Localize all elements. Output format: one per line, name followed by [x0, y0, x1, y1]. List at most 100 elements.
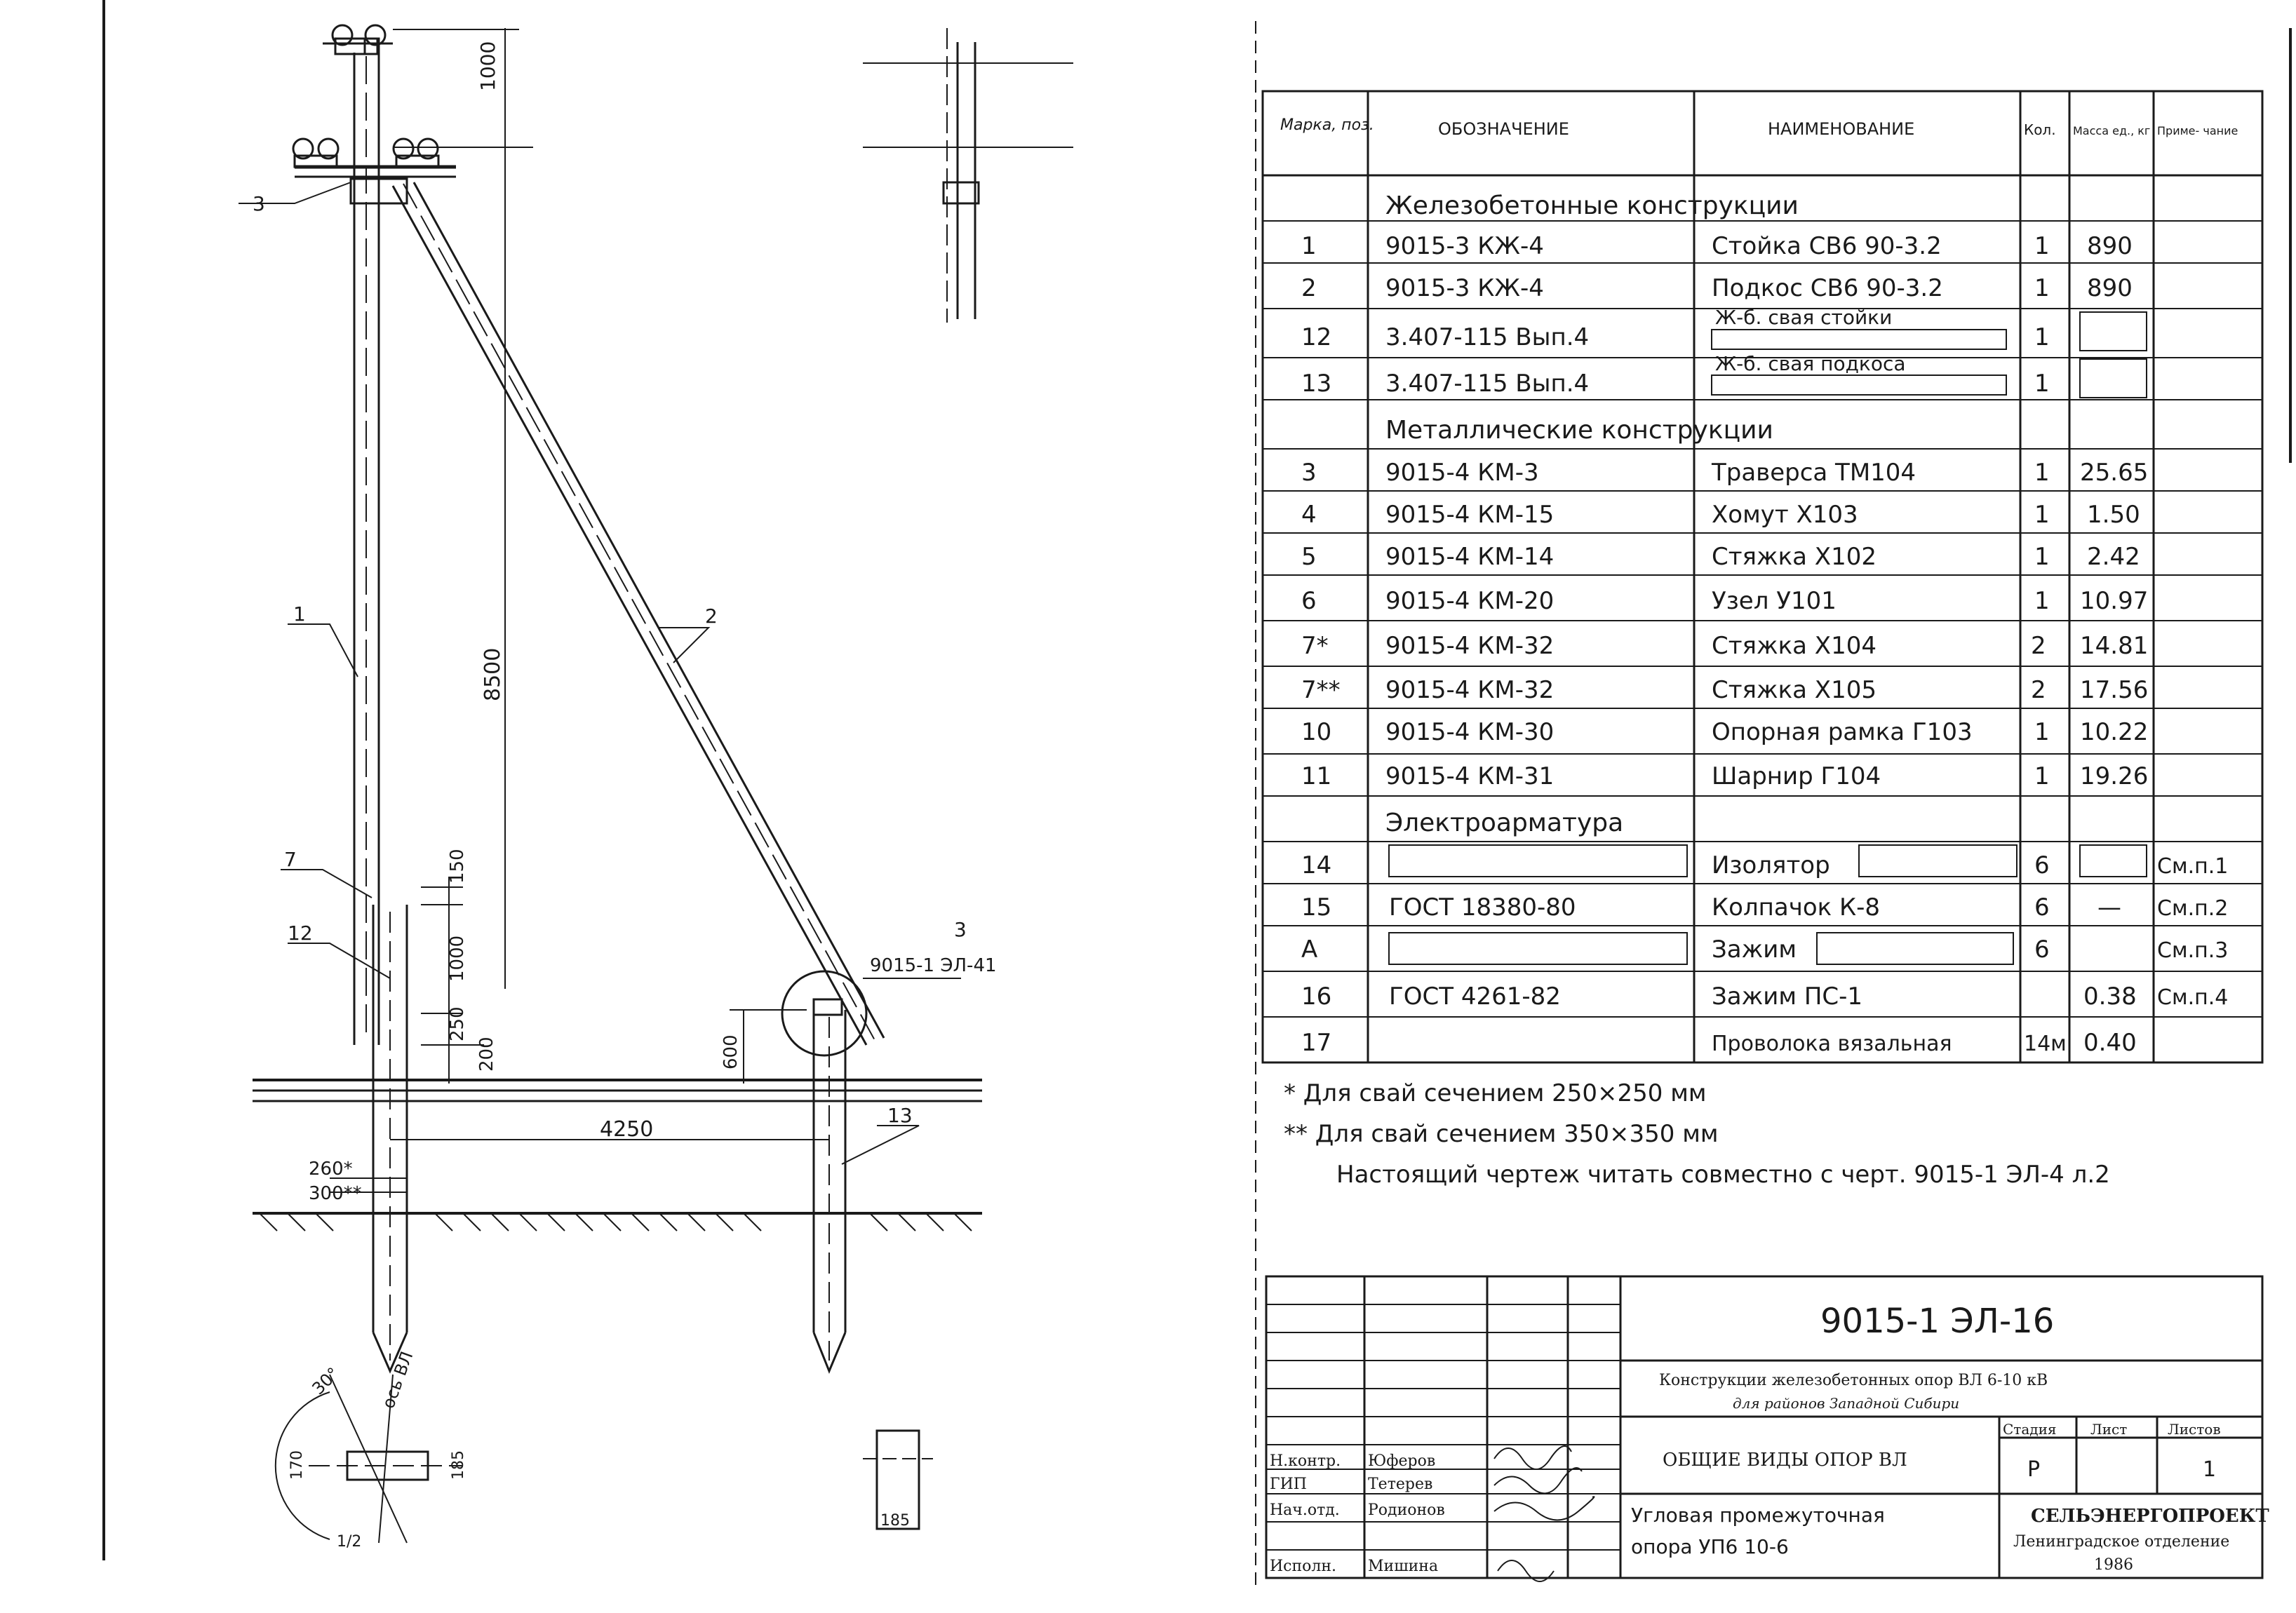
org-year: 1986 [2094, 1556, 2133, 1574]
org-line-1: СЕЛЬЭНЕРГОПРОЕКТ [2031, 1506, 2269, 1527]
sheet-label: Лист [2090, 1421, 2127, 1438]
row-name: Колпачок К-8 [1712, 893, 1880, 922]
row-note: См.п.3 [2157, 938, 2228, 963]
notes: * Для свай сечением 250×250 мм ** Для св… [1284, 1079, 2110, 1189]
soil-hatching [259, 1213, 972, 1231]
row-name: Зажим ПС-1 [1712, 983, 1862, 1011]
section-metal: Металлические конструкции [1385, 416, 1773, 445]
row-des: 3.407-115 Вып.4 [1385, 323, 1589, 351]
top-insulators [323, 24, 393, 55]
dim-8500: 8500 [481, 648, 505, 701]
row-mark: 16 [1301, 983, 1331, 1011]
row-des: 9015-4 КМ-31 [1385, 762, 1554, 790]
row-des: 9015-4 КМ-3 [1385, 459, 1539, 487]
row-qty: 1 [2034, 762, 2050, 790]
row-qty: 1 [2034, 459, 2050, 487]
row-mark: 12 [1301, 323, 1331, 351]
role-4: Исполн. [1270, 1558, 1336, 1575]
brace-left-edge [391, 185, 868, 1046]
hdr-mark: Марка, поз. [1280, 116, 1374, 134]
row-name: Хомут Х103 [1712, 501, 1858, 529]
dim-185b: 185 [880, 1512, 910, 1530]
role-3: Нач.отд. [1270, 1501, 1340, 1519]
org-line-2: Ленинградское отделение [2013, 1533, 2229, 1551]
signature-2 [1493, 1467, 1583, 1494]
row-des: 3.407-115 Вып.4 [1385, 370, 1589, 398]
row-note: См.п.1 [2157, 854, 2228, 879]
row-name: Траверса ТМ104 [1711, 459, 1916, 487]
row-mark: 7* [1301, 632, 1329, 660]
dim-600: 600 [720, 1034, 741, 1069]
drawing-labels: 3 1 2 7 12 13 3 9015-1 ЭЛ-41 1000 8500 1… [253, 41, 997, 1551]
row-mass: 890 [2087, 232, 2133, 260]
row-name: Стяжка Х102 [1712, 543, 1877, 571]
dim-1000-top: 1000 [476, 41, 499, 91]
dim-4250: 4250 [600, 1117, 653, 1142]
row-qty: 6 [2034, 893, 2050, 922]
stage-label: Стадия [2003, 1421, 2057, 1438]
row-mass: 0.40 [2083, 1029, 2137, 1057]
row-mark: 17 [1301, 1029, 1331, 1057]
subtitle-line-1: Угловая промежуточная [1631, 1504, 1885, 1527]
title-block [1265, 1275, 2264, 1579]
row-qty: 1 [2034, 323, 2050, 351]
brace-right-edge [412, 182, 885, 1039]
row-mark: 6 [1301, 587, 1317, 615]
pos-label-12: 12 [288, 922, 313, 945]
pos-label-13: 13 [887, 1104, 913, 1127]
side-view-detail [863, 28, 1073, 323]
rows-electric: 14 Изолятор 6 См.п.1 15 ГОСТ 18380-80 Ко… [1301, 851, 2228, 1057]
row-qty: 6 [2034, 936, 2050, 964]
signature-3 [1493, 1496, 1595, 1521]
row-mass: 2.42 [2087, 543, 2140, 571]
role-2: ГИП [1270, 1476, 1307, 1493]
pile-plan-section [274, 1374, 933, 1544]
row-name: Ж-б. свая стойки [1715, 306, 1892, 329]
stage-value: Р [2027, 1457, 2040, 1482]
dim-1000-mid: 1000 [447, 936, 468, 982]
signature-1 [1493, 1445, 1572, 1470]
project-line-2: для районов Западной Сибири [1733, 1395, 1959, 1412]
person-2: Тетерев [1368, 1476, 1432, 1493]
clamp-top [349, 177, 408, 205]
sheets-label: Листов [2168, 1421, 2221, 1438]
rows-concrete: 1 9015-3 КЖ-4 Стойка СВ6 90-3.2 1 890 2 … [1301, 232, 2133, 398]
row-des: ГОСТ 18380-80 [1389, 893, 1576, 922]
row-qty: 14м [2024, 1032, 2067, 1056]
signature-4 [1497, 1560, 1555, 1582]
row-des: ГОСТ 4261-82 [1389, 983, 1561, 1011]
sheets-value: 1 [2203, 1457, 2216, 1482]
row-mark: 1 [1301, 232, 1317, 260]
row-mark: 2 [1301, 274, 1317, 302]
row-name: Зажим [1712, 936, 1797, 964]
row-mass: — [2097, 893, 2121, 922]
row-name: Изолятор [1712, 851, 1830, 879]
row-qty: 2 [2031, 676, 2046, 704]
dim-170: 170 [288, 1450, 306, 1480]
signatures [1493, 1445, 1595, 1582]
row-des: 9015-3 КЖ-4 [1385, 232, 1544, 260]
traverse [292, 137, 456, 178]
spec-table [1261, 90, 2264, 1064]
hdr-name: НАИМЕНОВАНИЕ [1768, 119, 1914, 139]
row-qty: 1 [2034, 232, 2050, 260]
row-mark: 13 [1301, 370, 1331, 398]
row-des: 9015-3 КЖ-4 [1385, 274, 1544, 302]
dim-185a: 185 [450, 1450, 467, 1480]
row-qty: 1 [2034, 543, 2050, 571]
row-qty: 6 [2034, 851, 2050, 879]
dim-250: 250 [447, 1006, 468, 1041]
pos-label-2: 2 [705, 605, 718, 628]
person-1: Юферов [1368, 1452, 1435, 1470]
drawing-code: 9015-1 ЭЛ-16 [1820, 1302, 2054, 1341]
row-mark: 7** [1301, 676, 1341, 704]
spec-table-header: Марка, поз. ОБОЗНАЧЕНИЕ НАИМЕНОВАНИЕ Кол… [1280, 116, 2238, 139]
row-qty: 1 [2034, 501, 2050, 529]
hdr-mass: Масса ед., кг [2073, 124, 2150, 137]
hdr-designation: ОБОЗНАЧЕНИЕ [1438, 119, 1569, 139]
note-3: Настоящий чертеж читать совместно с черт… [1336, 1161, 2110, 1189]
row-des: 9015-4 КМ-30 [1385, 718, 1554, 746]
row-name: Стяжка Х104 [1712, 632, 1877, 660]
project-line-1: Конструкции железобетонных опор ВЛ 6-10 … [1659, 1372, 2048, 1389]
